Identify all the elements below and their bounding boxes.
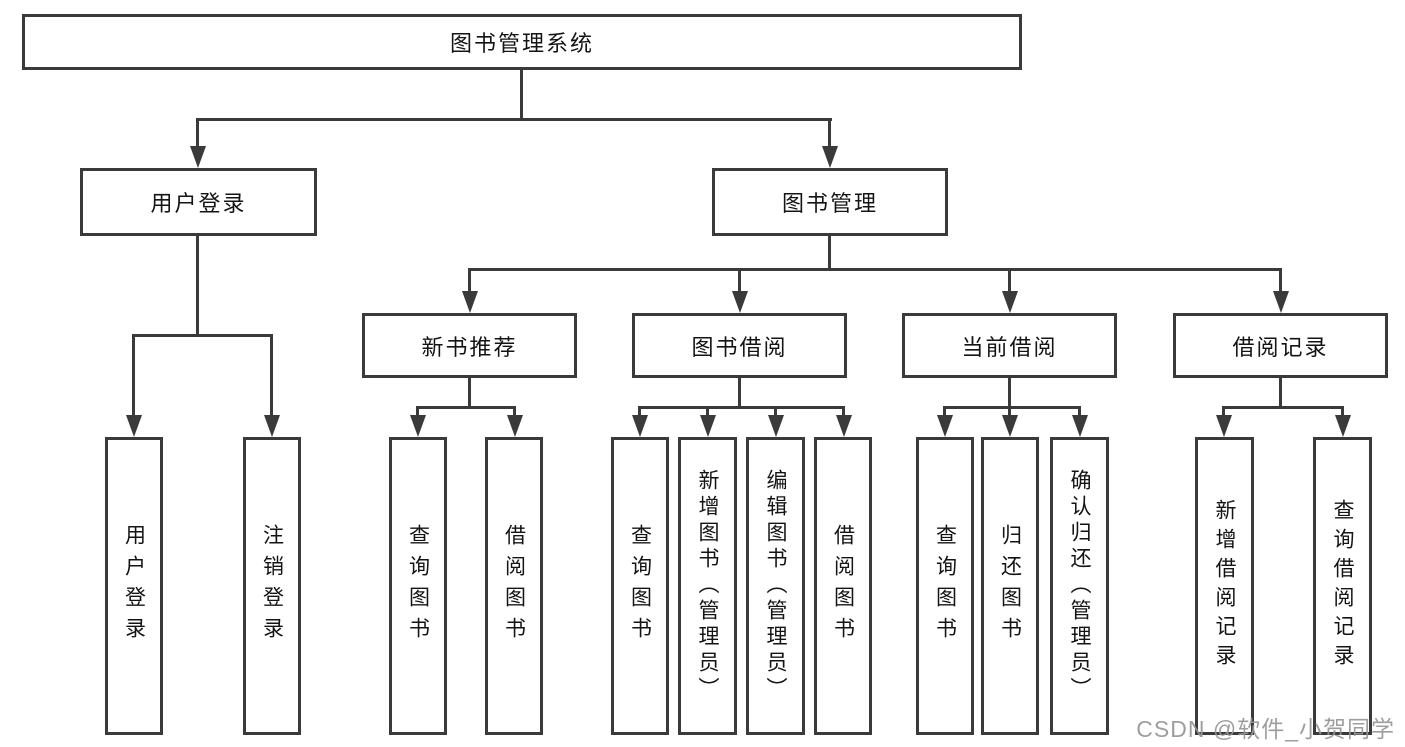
arrowhead-leaf-user-login-icon: [126, 415, 142, 437]
node-library-system: 图书管理系统: [22, 14, 1022, 70]
connector-drop-leaf-user-login: [132, 334, 135, 417]
connector-drop-edit-books: [774, 406, 777, 417]
node-book-borrowing: 图书借阅: [632, 313, 847, 378]
arrowhead-borrowing-borrow-icon: [836, 415, 852, 437]
connector-book-management-stem: [828, 236, 831, 271]
node-library-system-label: 图书管理系统: [449, 31, 594, 56]
leaf-current-query-books-label: 查询图书: [933, 524, 957, 648]
connector-drop-recommend-borrow: [513, 406, 516, 417]
node-user-login-label: 用户登录: [150, 191, 247, 216]
arrowhead-leaf-logout-icon: [264, 415, 280, 437]
leaf-logout: 注销登录: [243, 437, 301, 735]
connector-drop-user-login: [196, 118, 199, 148]
node-new-book-recommend-label: 新书推荐: [421, 334, 518, 360]
node-book-management-label: 图书管理: [781, 191, 878, 216]
node-current-borrowing-label: 当前借阅: [961, 334, 1058, 360]
leaf-user-login-label: 用户登录: [122, 524, 146, 648]
connector-drop-book-management: [828, 118, 831, 148]
watermark: CSDN @软件_小贺同学: [1136, 716, 1395, 742]
arrowhead-borrowing-query-icon: [632, 415, 648, 437]
connector-recommend-bus: [416, 406, 516, 409]
connector-drop-new-book-recommend: [468, 268, 471, 294]
arrowhead-borrowing-records-icon: [1273, 291, 1289, 313]
arrowhead-query-record-icon: [1335, 415, 1351, 437]
connector-drop-return-books: [1008, 406, 1011, 417]
leaf-query-borrow-record: 查询借阅记录: [1313, 437, 1372, 735]
leaf-borrowing-query-books: 查询图书: [611, 437, 669, 735]
leaf-edit-books-admin-label: 编辑图书（管理员）: [764, 469, 787, 703]
connector-drop-current-query: [943, 406, 946, 417]
leaf-logout-label: 注销登录: [260, 524, 284, 648]
leaf-return-books-label: 归还图书: [998, 524, 1022, 648]
connector-drop-borrowing-records: [1279, 268, 1282, 294]
connector-borrowing-bus: [638, 406, 845, 409]
connector-records-bus: [1222, 406, 1344, 409]
leaf-add-borrow-record: 新增借阅记录: [1195, 437, 1254, 735]
connector-drop-recommend-query: [416, 406, 419, 417]
node-current-borrowing: 当前借阅: [902, 313, 1117, 378]
connector-drop-confirm-return: [1078, 406, 1081, 417]
arrowhead-user-login-icon: [190, 146, 206, 168]
leaf-query-borrow-record-label: 查询借阅记录: [1331, 499, 1354, 673]
connector-root-stem: [520, 70, 523, 119]
arrowhead-current-borrowing-icon: [1002, 291, 1018, 313]
leaf-current-query-books: 查询图书: [916, 437, 974, 735]
connector-current-bus: [943, 406, 1081, 409]
connector-drop-query-record: [1341, 406, 1344, 417]
leaf-borrowing-borrow-books-label: 借阅图书: [831, 524, 855, 648]
arrowhead-edit-books-icon: [768, 415, 784, 437]
leaf-recommend-query-books-label: 查询图书: [406, 524, 430, 648]
node-borrowing-records: 借阅记录: [1173, 313, 1388, 378]
leaf-recommend-query-books: 查询图书: [389, 437, 447, 735]
arrowhead-book-management-icon: [822, 146, 838, 168]
connector-current-stem: [1008, 378, 1011, 409]
leaf-edit-books-admin: 编辑图书（管理员）: [746, 437, 805, 735]
leaf-add-books-admin: 新增图书（管理员）: [678, 437, 737, 735]
arrowhead-add-record-icon: [1216, 415, 1232, 437]
connector-drop-borrowing-borrow: [842, 406, 845, 417]
leaf-confirm-return-admin-label: 确认归还（管理员）: [1068, 469, 1091, 703]
arrowhead-return-books-icon: [1002, 415, 1018, 437]
node-user-login: 用户登录: [80, 168, 317, 236]
leaf-return-books: 归还图书: [981, 437, 1039, 735]
node-book-borrowing-label: 图书借阅: [691, 334, 788, 360]
leaf-confirm-return-admin: 确认归还（管理员）: [1050, 437, 1109, 735]
connector-book-management-bus: [468, 268, 1282, 271]
connector-drop-book-borrowing: [738, 268, 741, 294]
leaf-add-borrow-record-label: 新增借阅记录: [1213, 499, 1236, 673]
arrowhead-recommend-borrow-icon: [507, 415, 523, 437]
node-borrowing-records-label: 借阅记录: [1232, 334, 1329, 360]
connector-drop-current-borrowing: [1008, 268, 1011, 294]
node-new-book-recommend: 新书推荐: [362, 313, 577, 378]
leaf-add-books-admin-label: 新增图书（管理员）: [696, 469, 719, 703]
connector-records-stem: [1279, 378, 1282, 409]
node-book-management: 图书管理: [712, 168, 948, 236]
arrowhead-current-query-icon: [937, 415, 953, 437]
connector-drop-add-record: [1222, 406, 1225, 417]
leaf-user-login: 用户登录: [105, 437, 163, 735]
connector-drop-add-books: [706, 406, 709, 417]
arrowhead-recommend-query-icon: [410, 415, 426, 437]
arrowhead-new-book-recommend-icon: [462, 291, 478, 313]
leaf-borrowing-borrow-books: 借阅图书: [814, 437, 872, 735]
arrowhead-confirm-return-icon: [1072, 415, 1088, 437]
leaf-recommend-borrow-books-label: 借阅图书: [502, 524, 526, 648]
connector-recommend-stem: [468, 378, 471, 409]
leaf-borrowing-query-books-label: 查询图书: [628, 524, 652, 648]
connector-drop-leaf-logout: [270, 334, 273, 417]
leaf-recommend-borrow-books: 借阅图书: [485, 437, 543, 735]
arrowhead-add-books-icon: [700, 415, 716, 437]
connector-borrowing-stem: [738, 378, 741, 409]
connector-user-login-stem: [196, 236, 199, 337]
arrowhead-book-borrowing-icon: [732, 291, 748, 313]
connector-drop-borrowing-query: [638, 406, 641, 417]
connector-root-bus: [196, 118, 832, 121]
connector-user-login-bus: [132, 334, 273, 337]
